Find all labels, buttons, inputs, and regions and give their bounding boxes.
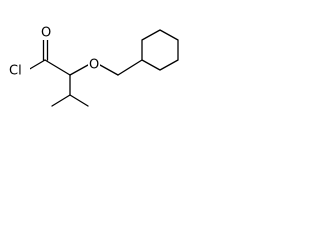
ether-oxygen-label: O — [89, 58, 99, 73]
bond-ch2-ring — [117, 59, 143, 76]
carbonyl-oxygen-label: O — [41, 26, 51, 41]
bond-c1-cl — [27, 59, 46, 71]
skeletal-formula: Cl O O — [8, 25, 179, 107]
chlorine-label: Cl — [9, 64, 22, 79]
bond-c3-me1 — [51, 94, 71, 107]
cl-label-background — [8, 63, 30, 78]
bond-c2-o — [69, 64, 89, 76]
cyclohexane-ring — [141, 29, 179, 71]
bond-c3-me2 — [69, 94, 89, 107]
bond-o-ch2 — [99, 64, 119, 76]
bonds — [27, 29, 179, 107]
ether-o-label-background — [88, 58, 100, 73]
bond-c1-c2 — [44, 59, 71, 76]
structure-canvas: Cl O O — [0, 0, 205, 129]
atom-labels: Cl O O — [8, 25, 100, 79]
carbonyl-o-label-background — [40, 25, 52, 40]
